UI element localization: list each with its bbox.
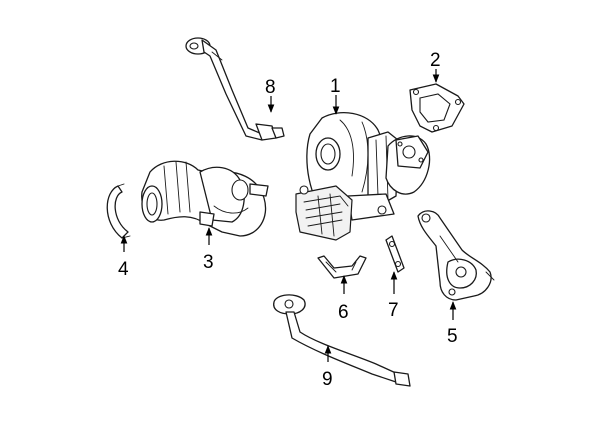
support-strap [385,235,405,273]
mounting-bracket [417,210,495,301]
intake-pipe [141,160,269,237]
callout-2: 2 [430,50,441,71]
callout-labels: 1 2 3 4 5 6 7 8 9 [118,50,458,390]
callout-5: 5 [447,326,458,347]
bracket [317,255,367,279]
callout-4: 4 [118,259,129,280]
oil-feed-pipe [185,37,285,141]
callout-3: 3 [203,252,214,273]
clamp-ring [106,183,131,239]
leader-lines [120,69,457,362]
callout-9: 9 [322,369,333,390]
oil-return-pipe [273,294,411,387]
gasket [409,83,465,133]
turbocharger [295,112,431,241]
callout-6: 6 [338,302,349,323]
callout-1: 1 [330,76,341,97]
callout-7: 7 [388,300,399,321]
callout-8: 8 [265,77,276,98]
